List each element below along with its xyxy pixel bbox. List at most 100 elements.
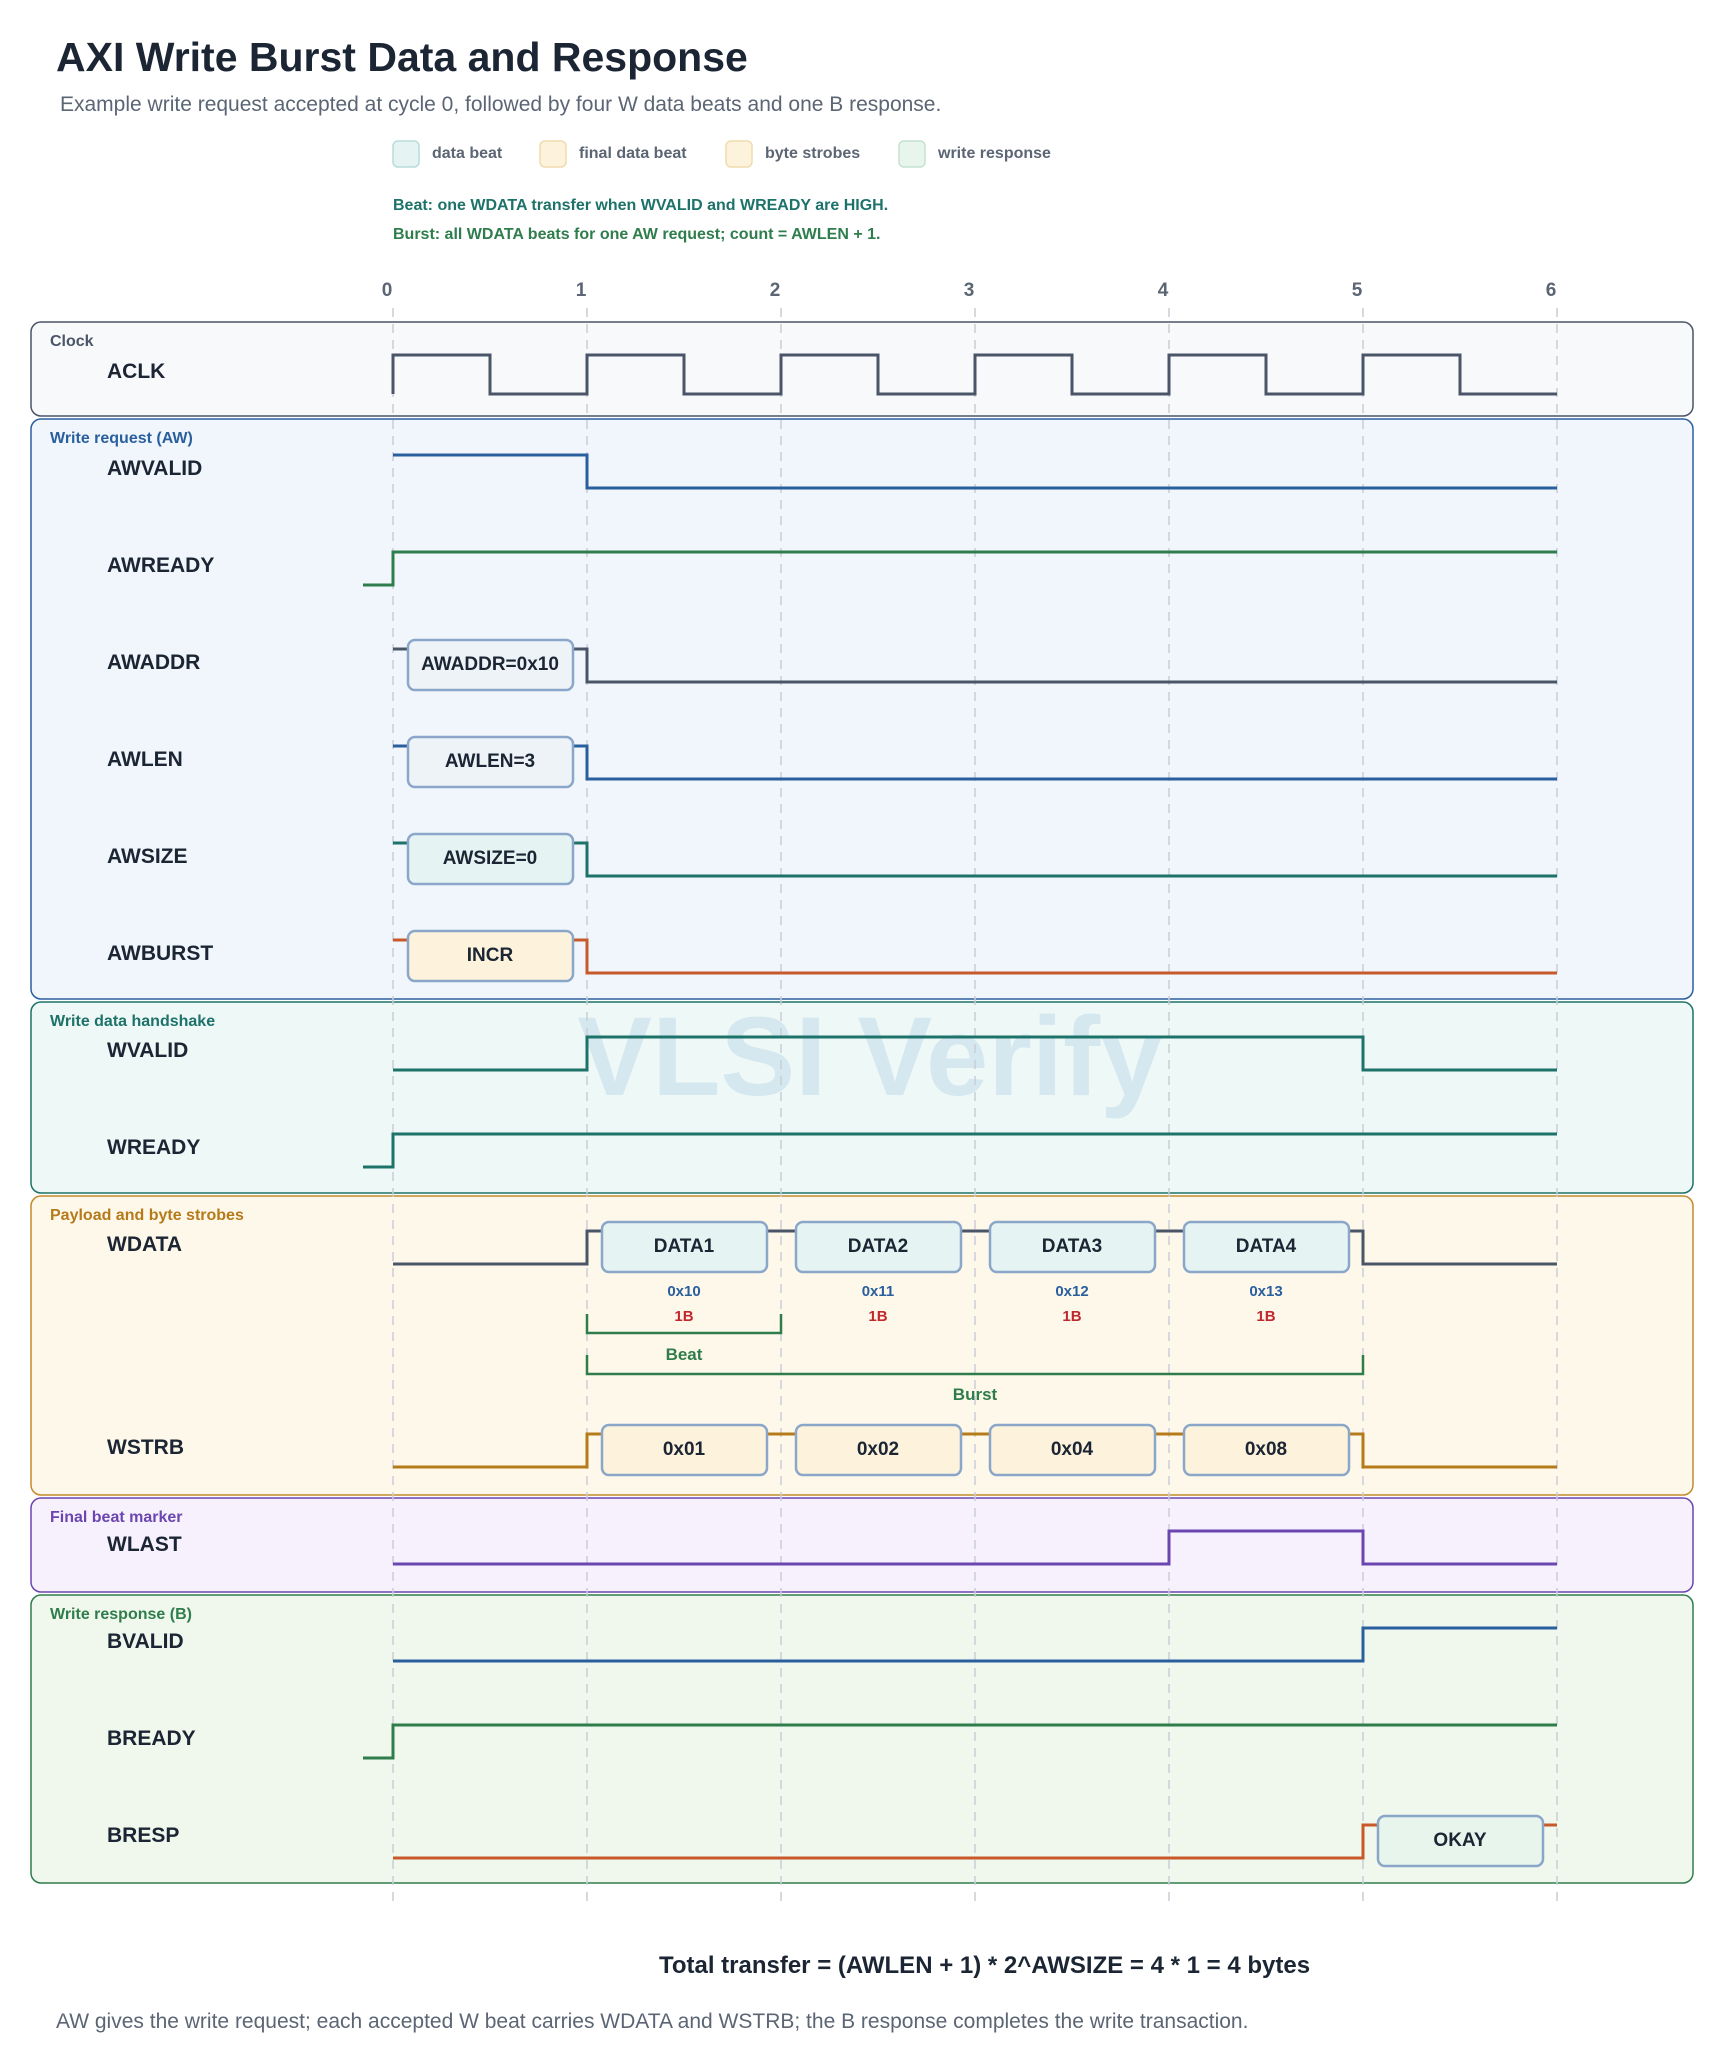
wstrb-1-box <box>600 1423 769 1477</box>
awsize-box <box>406 832 575 886</box>
bresp-value: OKAY <box>1433 1830 1486 1851</box>
cycle-axis: 0 1 2 3 4 5 6 <box>382 280 1557 301</box>
legend-label-byte-strobes: byte strobes <box>765 145 860 162</box>
timing-diagram: data beat final data beat byte strobes w… <box>30 140 1694 1905</box>
signal-label-awready: AWREADY <box>107 554 214 577</box>
group-clock-box <box>30 321 1694 417</box>
legend-swatch-data-beat <box>392 140 420 168</box>
waveform-wlast <box>393 1529 1557 1566</box>
bresp-box <box>1376 1814 1545 1868</box>
group-label-b: Write response (B) <box>50 1606 192 1623</box>
wdata-beat-2-label: DATA2 <box>848 1236 909 1257</box>
cycle-tick-2: 2 <box>770 280 781 301</box>
signal-label-awvalid: AWVALID <box>107 457 202 480</box>
legend-label-data-beat: data beat <box>432 145 503 162</box>
legend-swatch-final-beat <box>539 140 567 168</box>
wstrb-4-box <box>1182 1423 1351 1477</box>
signal-label-awburst: AWBURST <box>107 942 213 965</box>
cycle-tick-6: 6 <box>1546 280 1557 301</box>
beat-1-address: 0x10 <box>667 1283 700 1300</box>
waveform-awaddr-tail <box>573 647 1557 684</box>
awlen-box <box>406 735 575 789</box>
waveform-awsize-tail <box>573 841 1557 878</box>
beat-2-address: 0x11 <box>862 1283 895 1300</box>
group-label-aw: Write request (AW) <box>50 430 193 447</box>
total-transfer-formula: Total transfer = (AWLEN + 1) * 2^AWSIZE … <box>658 1952 1311 1979</box>
wdata-beat-3-box <box>988 1220 1157 1274</box>
beat-4-size: 1B <box>1256 1308 1275 1325</box>
awburst-value: INCR <box>467 945 514 966</box>
signal-label-wdata: WDATA <box>107 1233 182 1256</box>
watermark: VLSI Verify <box>577 994 1162 1119</box>
wdata-beat-3-label: DATA3 <box>1042 1236 1103 1257</box>
wstrb-2-box <box>794 1423 963 1477</box>
group-whandshake-box <box>30 1001 1694 1194</box>
beat-note: Beat: one WDATA transfer when WVALID and… <box>393 197 888 214</box>
wstrb-3-label: 0x04 <box>1051 1439 1094 1460</box>
wstrb-values: 0x01 0x02 0x04 0x08 <box>600 1423 1351 1477</box>
cycle-tick-5: 5 <box>1352 280 1363 301</box>
waveform-wdata <box>393 1229 1557 1266</box>
footer-caption: AW gives the write request; each accepte… <box>56 2010 1249 2033</box>
beat-brace-label: Beat <box>666 1345 703 1364</box>
waveform-awready <box>363 550 1557 587</box>
waveform-awlen-tail <box>573 744 1557 781</box>
beat-4-address: 0x13 <box>1249 1283 1282 1300</box>
wstrb-2-label: 0x02 <box>857 1439 899 1460</box>
page-subtitle: Example write request accepted at cycle … <box>60 93 942 116</box>
signal-label-bvalid: BVALID <box>107 1630 184 1653</box>
signal-label-awsize: AWSIZE <box>107 845 188 868</box>
cycle-tick-0: 0 <box>382 280 393 301</box>
signal-label-aclk: ACLK <box>107 360 165 383</box>
waveform-aclk <box>391 353 1557 396</box>
cycle-tick-3: 3 <box>964 280 975 301</box>
signal-label-wvalid: WVALID <box>107 1039 188 1062</box>
beat-3-size: 1B <box>1062 1308 1081 1325</box>
awaddr-value: AWADDR=0x10 <box>421 654 559 675</box>
group-aw-box <box>30 418 1694 1000</box>
group-wlast-box <box>30 1497 1694 1593</box>
wdata-beats: DATA1 DATA2 DATA3 DATA4 0x10 0x11 0x12 0… <box>600 1220 1351 1325</box>
burst-brace <box>585 1355 1365 1376</box>
waveform-bvalid <box>393 1626 1557 1663</box>
signal-label-awlen: AWLEN <box>107 748 183 771</box>
beat-1-size: 1B <box>674 1308 693 1325</box>
awlen-value: AWLEN=3 <box>445 751 535 772</box>
legend-swatch-write-response <box>898 140 926 168</box>
signal-label-wlast: WLAST <box>107 1533 182 1556</box>
group-label-whandshake: Write data handshake <box>50 1013 215 1030</box>
awaddr-box <box>406 638 575 692</box>
legend: data beat final data beat byte strobes w… <box>392 140 1051 168</box>
cycle-tick-1: 1 <box>576 280 587 301</box>
wdata-beat-1-label: DATA1 <box>654 1236 715 1257</box>
wdata-beat-4-label: DATA4 <box>1236 1236 1297 1257</box>
wdata-beat-4-box <box>1182 1220 1351 1274</box>
cycle-tick-4: 4 <box>1158 280 1169 301</box>
group-b-box <box>30 1594 1694 1884</box>
awsize-value: AWSIZE=0 <box>443 848 538 869</box>
beat-2-size: 1B <box>868 1308 887 1325</box>
legend-label-write-response: write response <box>937 145 1051 162</box>
aw-value-boxes: AWADDR=0x10 AWLEN=3 AWSIZE=0 INCR <box>406 638 575 983</box>
page-title: AXI Write Burst Data and Response <box>56 34 748 80</box>
wdata-beat-1-box <box>600 1220 769 1274</box>
awburst-box <box>406 929 575 983</box>
wstrb-4-label: 0x08 <box>1245 1439 1287 1460</box>
group-label-wlast: Final beat marker <box>50 1509 183 1526</box>
legend-label-final-beat: final data beat <box>579 145 687 162</box>
signal-label-bready: BREADY <box>107 1727 196 1750</box>
beat-3-address: 0x12 <box>1055 1283 1088 1300</box>
waveform-awburst-tail <box>573 938 1557 975</box>
beat-brace <box>585 1314 783 1335</box>
signal-label-bresp: BRESP <box>107 1824 179 1847</box>
waveform-wstrb <box>393 1432 1557 1469</box>
waveform-bready <box>363 1723 1557 1760</box>
waveform-awvalid <box>393 453 1557 490</box>
braces <box>585 1314 1365 1376</box>
group-label-clock: Clock <box>50 333 94 350</box>
waveform-wvalid <box>393 1035 1557 1072</box>
wdata-beat-2-box <box>794 1220 963 1274</box>
waveforms <box>363 353 1557 1860</box>
signal-label-wstrb: WSTRB <box>107 1436 184 1459</box>
group-label-payload: Payload and byte strobes <box>50 1207 244 1224</box>
